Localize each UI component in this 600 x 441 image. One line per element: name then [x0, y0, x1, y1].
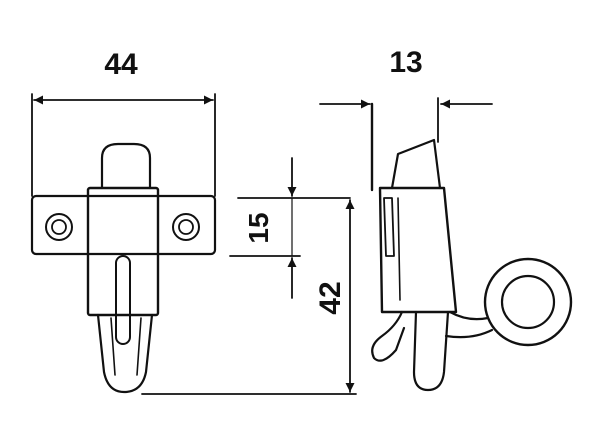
- front-left-screw-hole: [45, 213, 73, 241]
- dimension-hole-spacing: 15: [229, 157, 351, 299]
- dimension-depth-label: 13: [389, 46, 422, 79]
- side-plunger-cap: [390, 138, 442, 190]
- front-body: [86, 186, 160, 317]
- front-right-screw-hole: [172, 213, 200, 241]
- front-slot: [115, 255, 131, 345]
- dimension-height: 42: [141, 199, 357, 395]
- front-latch-lower: [96, 313, 154, 394]
- front-view: [30, 142, 217, 394]
- dimension-width-label: 44: [104, 48, 138, 81]
- dimension-depth: 13: [319, 46, 493, 143]
- front-mounting-plate: [30, 194, 217, 256]
- side-latch-hook: [371, 310, 406, 362]
- dimension-hole-spacing-label: 15: [243, 212, 274, 243]
- side-pull-ring: [483, 257, 573, 347]
- front-plunger-cap: [100, 142, 152, 190]
- side-ring-arm: [444, 310, 494, 339]
- dimension-width: 44: [31, 48, 216, 197]
- side-body: [378, 186, 458, 314]
- side-view: [370, 102, 573, 392]
- dimension-height-label: 42: [314, 281, 347, 314]
